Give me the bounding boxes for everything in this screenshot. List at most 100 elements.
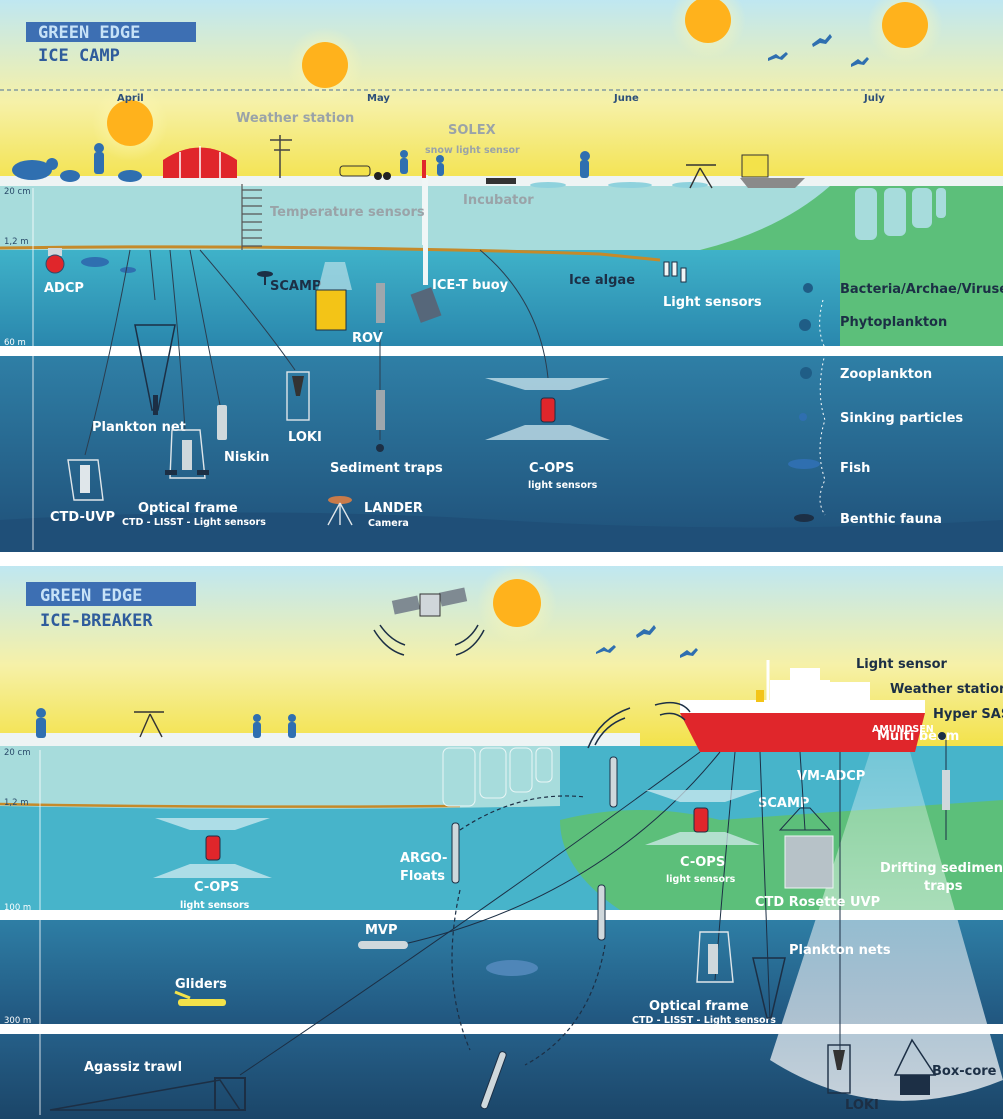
label-agassiz: Agassiz trawl bbox=[84, 1060, 182, 1075]
person-icons bbox=[36, 708, 296, 738]
snowmobile-icon bbox=[339, 165, 391, 180]
label-adcp: ADCP bbox=[44, 281, 84, 296]
box-core-icon bbox=[893, 1038, 937, 1095]
food-chain bbox=[788, 283, 827, 522]
temperature-sensor-chain bbox=[241, 184, 262, 250]
banner-subtitle: ICE-BREAKER bbox=[40, 611, 153, 631]
ice-t-buoy-icon bbox=[423, 245, 428, 285]
plankton-nets-icon bbox=[752, 957, 786, 1019]
tripod-icon bbox=[686, 164, 716, 189]
depth-100m: 100 m bbox=[4, 903, 31, 913]
depth-60m: 60 m bbox=[4, 338, 26, 348]
multibeam-sonar bbox=[770, 752, 1003, 1101]
label-c-ops-left: C-OPS bbox=[194, 880, 239, 895]
optical-frame-icon bbox=[165, 429, 209, 479]
ctd-rosette-icon bbox=[778, 807, 834, 889]
scamp-icon bbox=[257, 271, 273, 285]
sediment-trap-icon bbox=[376, 283, 385, 323]
incubator-icon bbox=[486, 178, 516, 184]
argo-float-icons bbox=[451, 756, 618, 1110]
weather-station-icon bbox=[270, 135, 292, 178]
ice-algae-layer bbox=[0, 802, 461, 808]
signal-icon bbox=[587, 701, 691, 749]
agassiz-trawl-icon bbox=[49, 1077, 246, 1111]
optical-frame-icon bbox=[696, 931, 734, 983]
banner-title: GREEN EDGE bbox=[38, 23, 140, 43]
label-plankton-net: Plankton net bbox=[92, 420, 186, 435]
label-weather-station: Weather station bbox=[890, 682, 1003, 697]
month-july: July bbox=[863, 93, 885, 104]
sea-ice bbox=[0, 746, 560, 809]
label-ctd-rosette: CTD Rosette UVP bbox=[755, 895, 880, 910]
lander-icon bbox=[327, 496, 353, 526]
depth-1-2m: 1,2 m bbox=[4, 798, 29, 808]
person-icons bbox=[400, 150, 590, 178]
label-drifting: Drifting sediments bbox=[880, 861, 1003, 876]
label-mvp: MVP bbox=[365, 923, 398, 938]
label-argo-2: Floats bbox=[400, 869, 445, 884]
depth-1-2m: 1,2 m bbox=[4, 237, 29, 247]
c-ops-icon bbox=[485, 378, 610, 440]
month-may: May bbox=[367, 93, 390, 104]
label-c-ops: C-OPS bbox=[529, 461, 574, 476]
chain-bacteria: Bacteria/Archae/Viruses bbox=[840, 282, 1003, 297]
label-scamp: SCAMP bbox=[270, 279, 321, 294]
chain-benthic-fauna: Benthic fauna bbox=[840, 512, 942, 527]
label-light-sensors: Light sensors bbox=[663, 295, 762, 310]
polar-bear-icons bbox=[12, 143, 142, 182]
depth-300m: 300 m bbox=[4, 1016, 31, 1026]
tripod-icon bbox=[134, 711, 164, 738]
label-lander-sub: Camera bbox=[368, 518, 409, 529]
fish-icons bbox=[81, 257, 136, 273]
chain-zooplankton: Zooplankton bbox=[840, 367, 932, 382]
label-temperature-sensors: Temperature sensors bbox=[270, 205, 425, 220]
c-ops-mid-icon bbox=[645, 790, 760, 845]
label-weather-station: Weather station bbox=[236, 111, 354, 126]
label-ctd-uvp: CTD-UVP bbox=[50, 510, 115, 525]
melt-ponds bbox=[530, 182, 708, 188]
label-incubator: Incubator bbox=[463, 193, 534, 208]
chain-fish: Fish bbox=[840, 461, 870, 476]
ctd-uvp-icon bbox=[67, 459, 104, 501]
label-ice-t-buoy: ICE-T buoy bbox=[432, 278, 509, 293]
chain-sinking-particles: Sinking particles bbox=[840, 411, 963, 426]
label-vm-adcp: VM-ADCP bbox=[797, 769, 865, 784]
ice-floes bbox=[855, 188, 946, 240]
niskin-bottle-icon bbox=[217, 405, 227, 440]
sun-icons bbox=[92, 0, 943, 161]
rov-icon bbox=[315, 262, 352, 331]
label-niskin: Niskin bbox=[224, 450, 269, 465]
float-trajectory bbox=[451, 795, 606, 1066]
bird-icons bbox=[768, 34, 869, 67]
label-box-core: Box-core bbox=[932, 1064, 997, 1079]
drifting-trap-icon bbox=[938, 732, 950, 840]
ice-core bbox=[422, 175, 428, 245]
label-scamp: SCAMP bbox=[758, 796, 809, 811]
banner-subtitle: ICE CAMP bbox=[38, 46, 120, 66]
seafloor bbox=[0, 512, 1003, 552]
banner-title: GREEN EDGE bbox=[40, 586, 142, 606]
ship-name: AMUNDSEN bbox=[872, 724, 934, 735]
cables bbox=[84, 249, 549, 456]
depth-20cm: 20 cm bbox=[4, 187, 30, 197]
loki-icon bbox=[286, 371, 310, 421]
plankton-net-icon bbox=[134, 324, 176, 415]
month-april: April bbox=[117, 93, 144, 104]
label-solex-sub: snow light sensor bbox=[425, 145, 520, 156]
label-c-ops-left-sub: light sensors bbox=[180, 900, 250, 911]
label-argo: ARGO- bbox=[400, 851, 447, 866]
loki-icon bbox=[827, 1044, 851, 1094]
label-solex: SOLEX bbox=[448, 123, 496, 138]
label-sediment-traps: Sediment traps bbox=[330, 461, 443, 476]
label-optical-frame-sub: CTD - LISST - Light sensors bbox=[632, 1015, 776, 1026]
glider-icon bbox=[174, 990, 226, 1006]
boat-icon bbox=[740, 154, 805, 188]
mvp-icon bbox=[358, 941, 408, 949]
bird-icons bbox=[596, 625, 698, 658]
adcp-icon bbox=[45, 248, 65, 274]
label-c-ops-sub: light sensors bbox=[528, 480, 598, 491]
label-optical-frame: Optical frame bbox=[649, 999, 749, 1014]
ice-algae-layer bbox=[0, 245, 661, 262]
satellite-icon bbox=[373, 587, 485, 656]
